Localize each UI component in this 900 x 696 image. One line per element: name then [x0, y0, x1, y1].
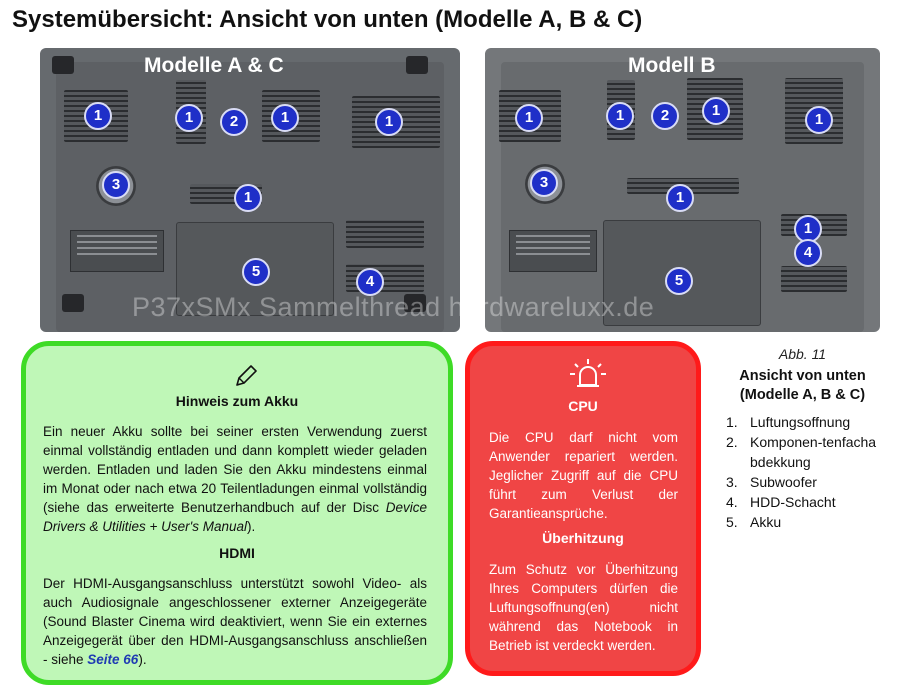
marker-hdd-bay: 4 [356, 268, 384, 296]
marker-hdd-bay: 4 [794, 239, 822, 267]
overheating-warning-text: Zum Schutz vor Überhitzung Ihres Compute… [489, 562, 678, 653]
alarm-icon [570, 359, 606, 387]
hdmi-note-text-part: Der HDMI-Ausgangsanschluss unterstützt s… [43, 576, 427, 667]
battery-note-text: Ein neuer Akku sollte bei seiner ersten … [43, 422, 427, 536]
legend-item: 2. Komponen-tenfachabdekkung [726, 432, 896, 472]
legend-text: Luftungsoffnung [750, 414, 851, 430]
rubber-foot [52, 56, 74, 74]
figure-title-line1: Ansicht von unten [739, 368, 866, 384]
overheating-heading: Überhitzung [542, 530, 624, 546]
marker-vent: 1 [84, 102, 112, 130]
rubber-foot [404, 294, 426, 312]
marker-battery: 5 [242, 258, 270, 286]
marker-vent: 1 [666, 184, 694, 212]
legend-text: Komponen-tenfachabdekkung [750, 434, 877, 470]
marker-vent: 1 [794, 215, 822, 243]
legend-number: 2. [726, 434, 738, 450]
legend-item: 3. Subwoofer [726, 472, 896, 492]
hdmi-note-text-end: ). [138, 652, 147, 667]
figure-title-line2: (Modelle A, B & C) [739, 387, 866, 403]
marker-vent: 1 [375, 108, 403, 136]
marker-component-cover: 2 [220, 108, 248, 136]
legend-list: 1. Luftungsoffnung 2. Komponen-tenfachabde… [726, 412, 896, 532]
product-sticker [509, 230, 597, 272]
air-vent [781, 266, 847, 292]
figure-title: Ansicht von unten (Modelle A, B & C) [710, 367, 895, 405]
page-66-link[interactable]: Seite 66 [87, 652, 139, 667]
cpu-heading: CPU [568, 398, 598, 414]
rubber-foot [62, 294, 84, 312]
marker-vent: 1 [271, 104, 299, 132]
note-box: Hinweis zum Akku Ein neuer Akku sollte b… [21, 341, 453, 685]
marker-vent: 1 [702, 97, 730, 125]
marker-vent: 1 [234, 184, 262, 212]
model-b-label: Modell B [628, 54, 716, 77]
page-title: Systemübersicht: Ansicht von unten (Mode… [12, 6, 643, 33]
watermark: P37xSMx Sammelthread hardwareluxx.de [132, 292, 655, 322]
marker-vent: 1 [175, 104, 203, 132]
bottom-view-photo-model-b: Modell B 1 1 2 1 1 3 1 1 5 4 [485, 48, 880, 332]
marker-component-cover: 2 [651, 102, 679, 130]
legend-item: 4. HDD-Schacht [726, 492, 896, 512]
rubber-foot [406, 56, 428, 74]
battery-note-heading: Hinweis zum Akku [175, 393, 299, 409]
warning-box: CPU Die CPU darf nicht vom Anwender repa… [465, 341, 701, 676]
bottom-view-photo-models-a-c: Modelle A & C 1 1 2 1 1 3 1 4 5 [40, 48, 460, 332]
legend-text: Subwoofer [750, 474, 817, 490]
legend-text: Akku [750, 514, 782, 530]
legend-number: 4. [726, 494, 738, 510]
battery-note-text-part: Ein neuer Akku sollte bei seiner ersten … [43, 424, 427, 515]
marker-vent: 1 [805, 106, 833, 134]
hdmi-heading: HDMI [219, 545, 255, 561]
marker-subwoofer: 3 [530, 169, 558, 197]
figure-number: Abb. 11 [778, 346, 827, 362]
battery-note-text-end: ). [247, 519, 256, 534]
legend-text: HDD-Schacht [750, 494, 836, 510]
pencil-icon [236, 365, 257, 386]
marker-subwoofer: 3 [102, 171, 130, 199]
product-sticker [70, 230, 164, 272]
marker-vent: 1 [515, 104, 543, 132]
air-vent [346, 220, 424, 248]
models-a-c-label: Modelle A & C [144, 54, 284, 77]
marker-battery: 5 [665, 267, 693, 295]
hdmi-note-text: Der HDMI-Ausgangsanschluss unterstützt s… [43, 574, 427, 669]
legend-number: 1. [726, 414, 738, 430]
legend-item: 5. Akku [726, 512, 896, 532]
cpu-warning-text: Die CPU darf nicht vom Anwender reparier… [489, 430, 678, 521]
manual-reference: Device Drivers & Utilities + User's Manu… [43, 500, 427, 534]
legend-number: 5. [726, 514, 738, 530]
legend-number: 3. [726, 474, 738, 490]
legend-item: 1. Luftungsoffnung [726, 412, 896, 432]
marker-vent: 1 [606, 102, 634, 130]
